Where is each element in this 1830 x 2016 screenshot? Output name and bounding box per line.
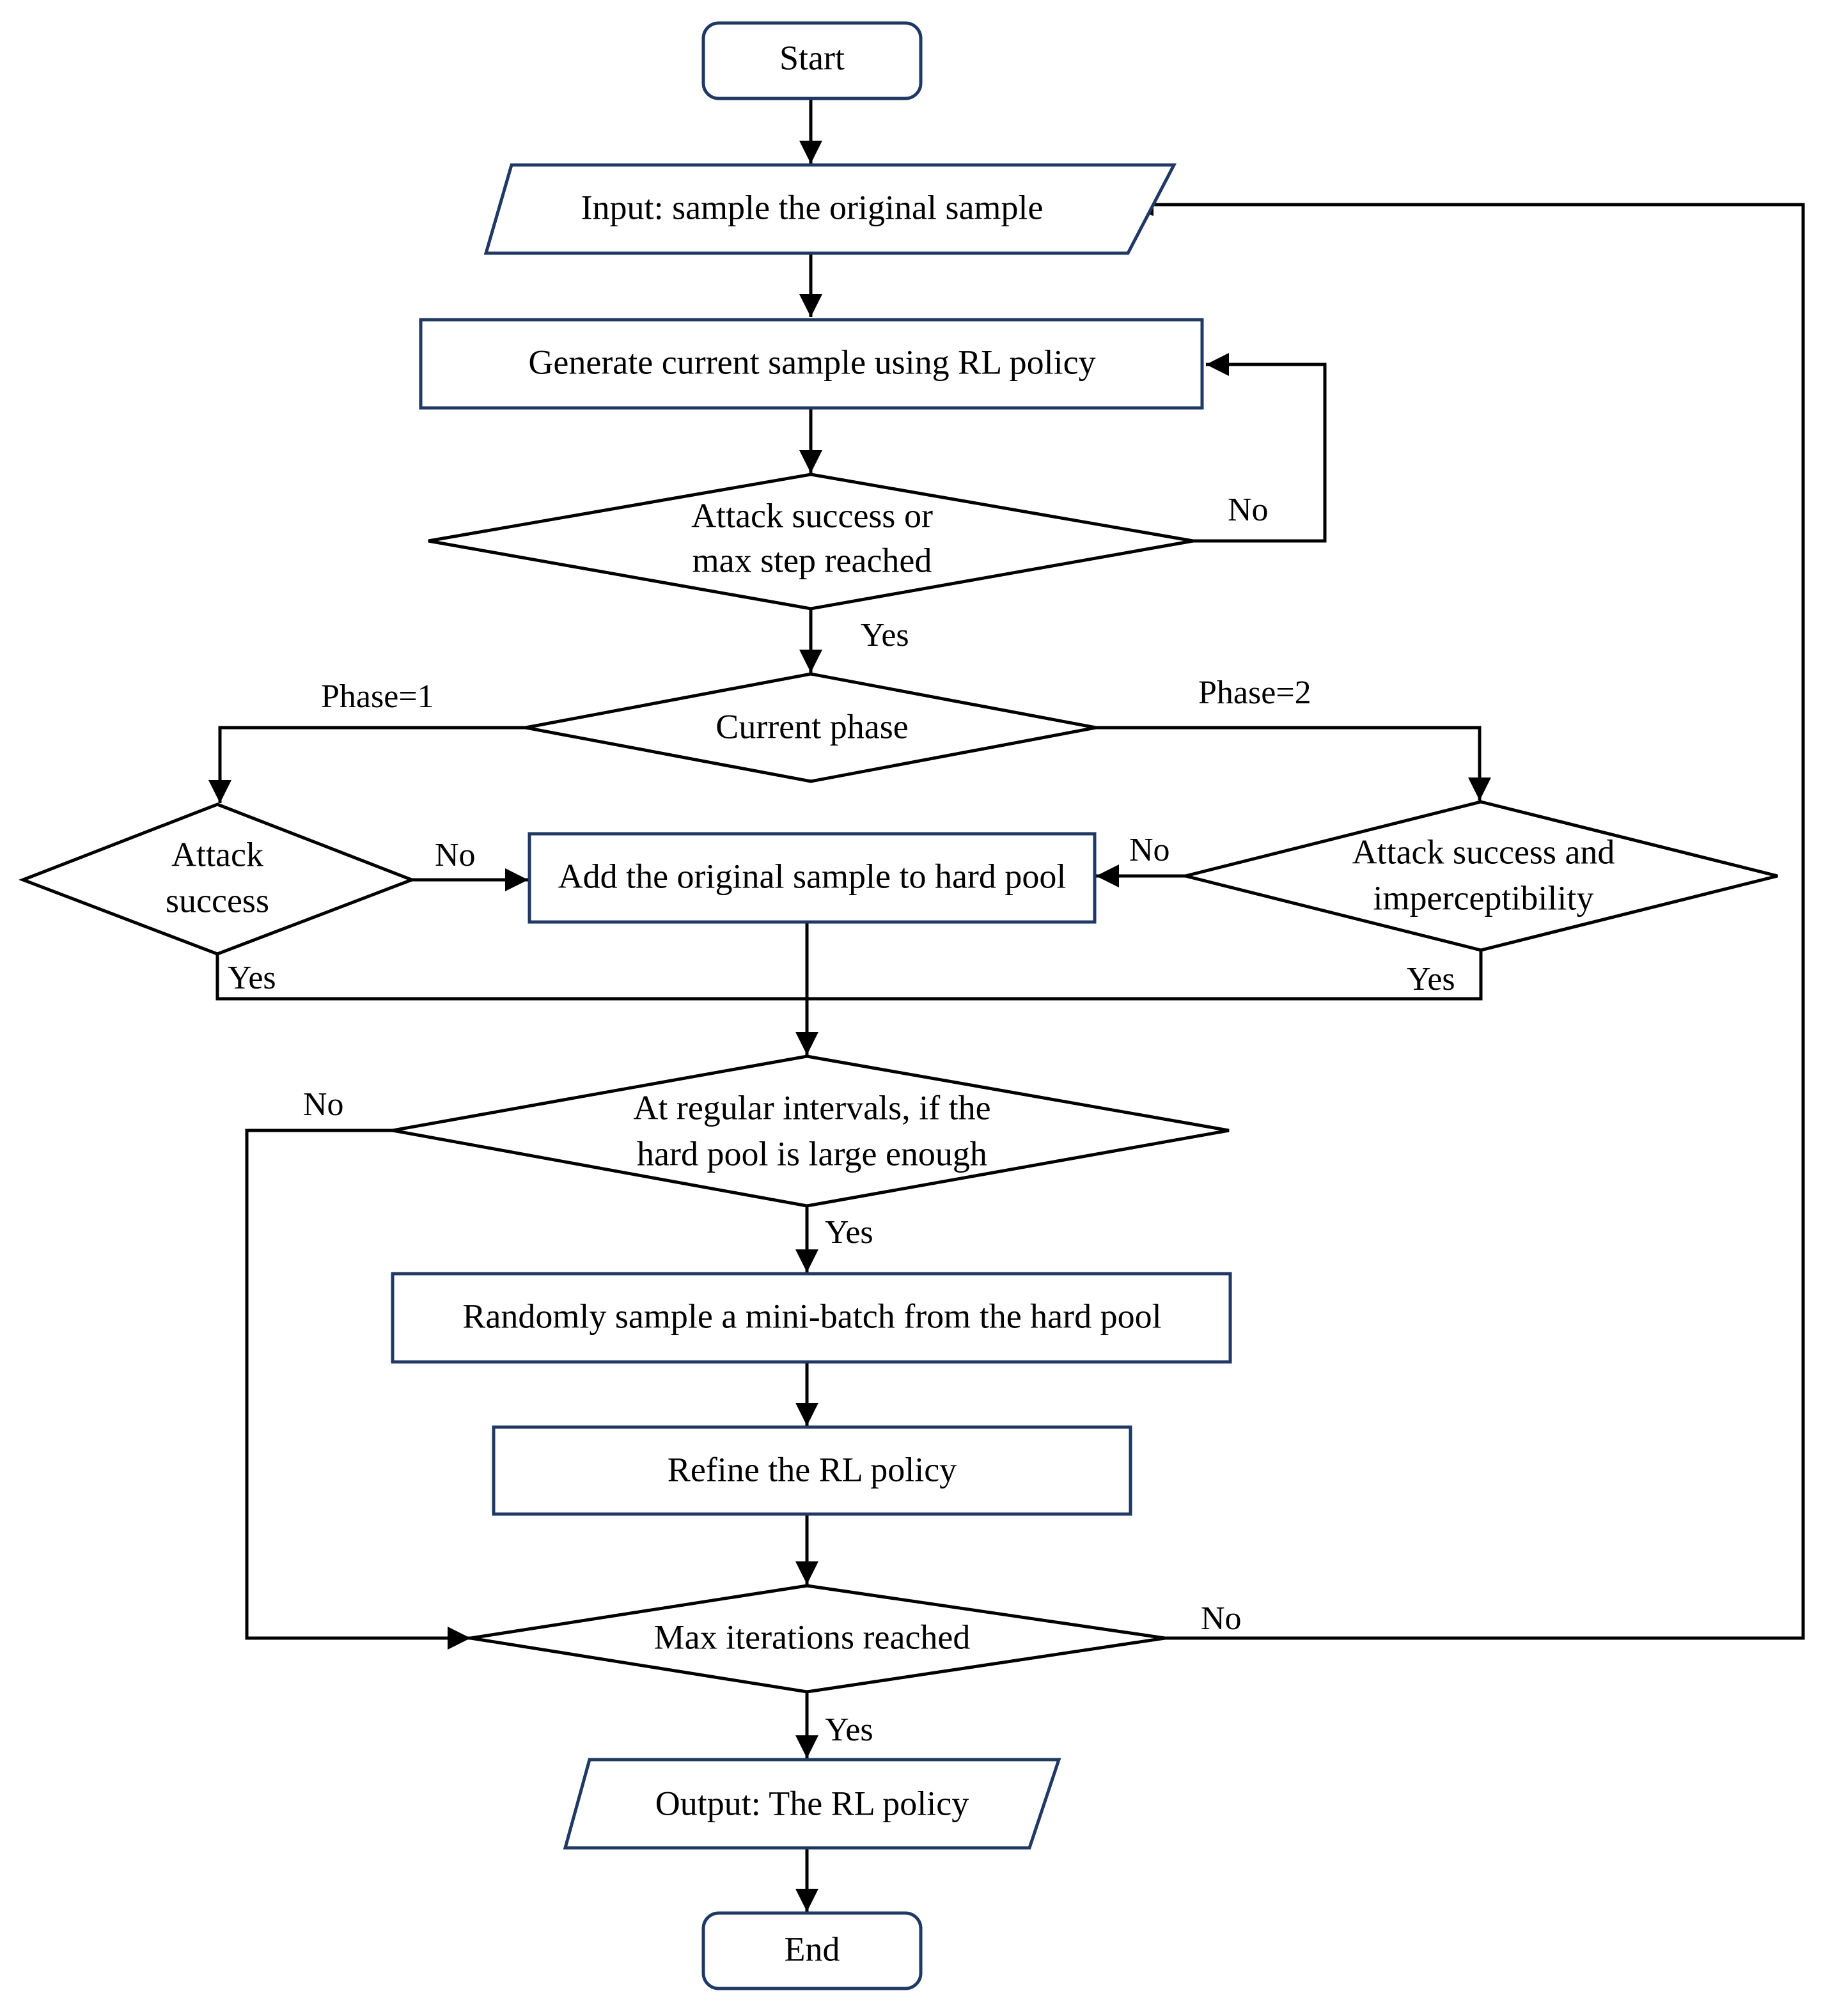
node-attack-success-line1: Attack [171, 835, 263, 873]
node-generate: Generate current sample using RL policy [419, 318, 1204, 410]
label-no-attack-imperceptibility: No [1129, 832, 1170, 868]
node-attack-or-max-line2: max step reached [692, 541, 932, 579]
node-attack-or-max-line1: Attack success or [691, 496, 933, 535]
node-end-label: End [785, 1930, 840, 1968]
label-no-regular-intervals: No [303, 1086, 344, 1123]
node-sample-minibatch: Randomly sample a mini-batch from the ha… [391, 1272, 1232, 1364]
edge-phase1 [208, 726, 526, 803]
edge-regular-intervals-no [245, 1129, 471, 1650]
node-attack-imperceptibility-line1: Attack success and [1352, 832, 1615, 871]
node-regular-intervals-line2: hard pool is large enough [637, 1134, 987, 1173]
node-refine: Refine the RL policy [492, 1425, 1132, 1516]
label-phase1: Phase=1 [321, 678, 434, 715]
node-max-iterations: Max iterations reached [470, 1584, 1166, 1694]
node-output: Output: The RL policy [563, 1758, 1061, 1850]
node-end: End [701, 1911, 923, 1990]
node-max-iterations-label: Max iterations reached [654, 1618, 971, 1656]
edge-phase2 [1096, 726, 1491, 801]
label-yes-attack-imperceptibility: Yes [1407, 961, 1455, 997]
node-attack-imperceptibility-line2: imperceptibility [1373, 879, 1594, 917]
node-refine-label: Refine the RL policy [668, 1450, 957, 1489]
node-attack-imperceptibility: Attack success and imperceptibility [1185, 800, 1778, 952]
node-input-label: Input: sample the original sample [581, 188, 1044, 226]
node-attack-success-line2: success [166, 881, 269, 919]
label-no-attack-success: No [435, 837, 476, 873]
label-phase2: Phase=2 [1198, 675, 1311, 711]
label-yes-attack-success: Yes [228, 960, 276, 996]
edge-max-iterations-no-loop [1130, 193, 1805, 1640]
label-no-max-iterations: No [1201, 1600, 1242, 1637]
edge-attack-or-max-no-loop [1193, 353, 1327, 543]
node-regular-intervals: At regular intervals, if the hard pool i… [392, 1054, 1230, 1208]
node-output-label: Output: The RL policy [655, 1784, 969, 1822]
edge-yes-merge [215, 950, 1483, 1001]
node-sample-minibatch-label: Randomly sample a mini-batch from the ha… [462, 1297, 1161, 1335]
edges [208, 98, 1805, 1912]
node-add-hard-pool: Add the original sample to hard pool [528, 832, 1097, 924]
node-regular-intervals-line1: At regular intervals, if the [633, 1088, 990, 1127]
node-start-label: Start [779, 38, 845, 77]
label-yes-max-iterations: Yes [825, 1712, 873, 1748]
edge-labels: No Yes Phase=1 Phase=2 No No Yes Yes No … [228, 492, 1455, 1748]
node-input: Input: sample the original sample [483, 163, 1177, 255]
node-attack-success: Attack success [19, 802, 416, 956]
label-no-generate-loop: No [1228, 492, 1269, 528]
node-generate-label: Generate current sample using RL policy [528, 343, 1095, 381]
node-start: Start [701, 21, 923, 100]
node-add-hard-pool-label: Add the original sample to hard pool [558, 857, 1067, 895]
node-current-phase: Current phase [525, 672, 1097, 783]
label-yes-attack-or-max: Yes [861, 617, 909, 653]
node-current-phase-label: Current phase [716, 707, 908, 746]
node-attack-or-max: Attack success or max step reached [428, 473, 1194, 611]
label-yes-regular-intervals: Yes [825, 1214, 873, 1251]
